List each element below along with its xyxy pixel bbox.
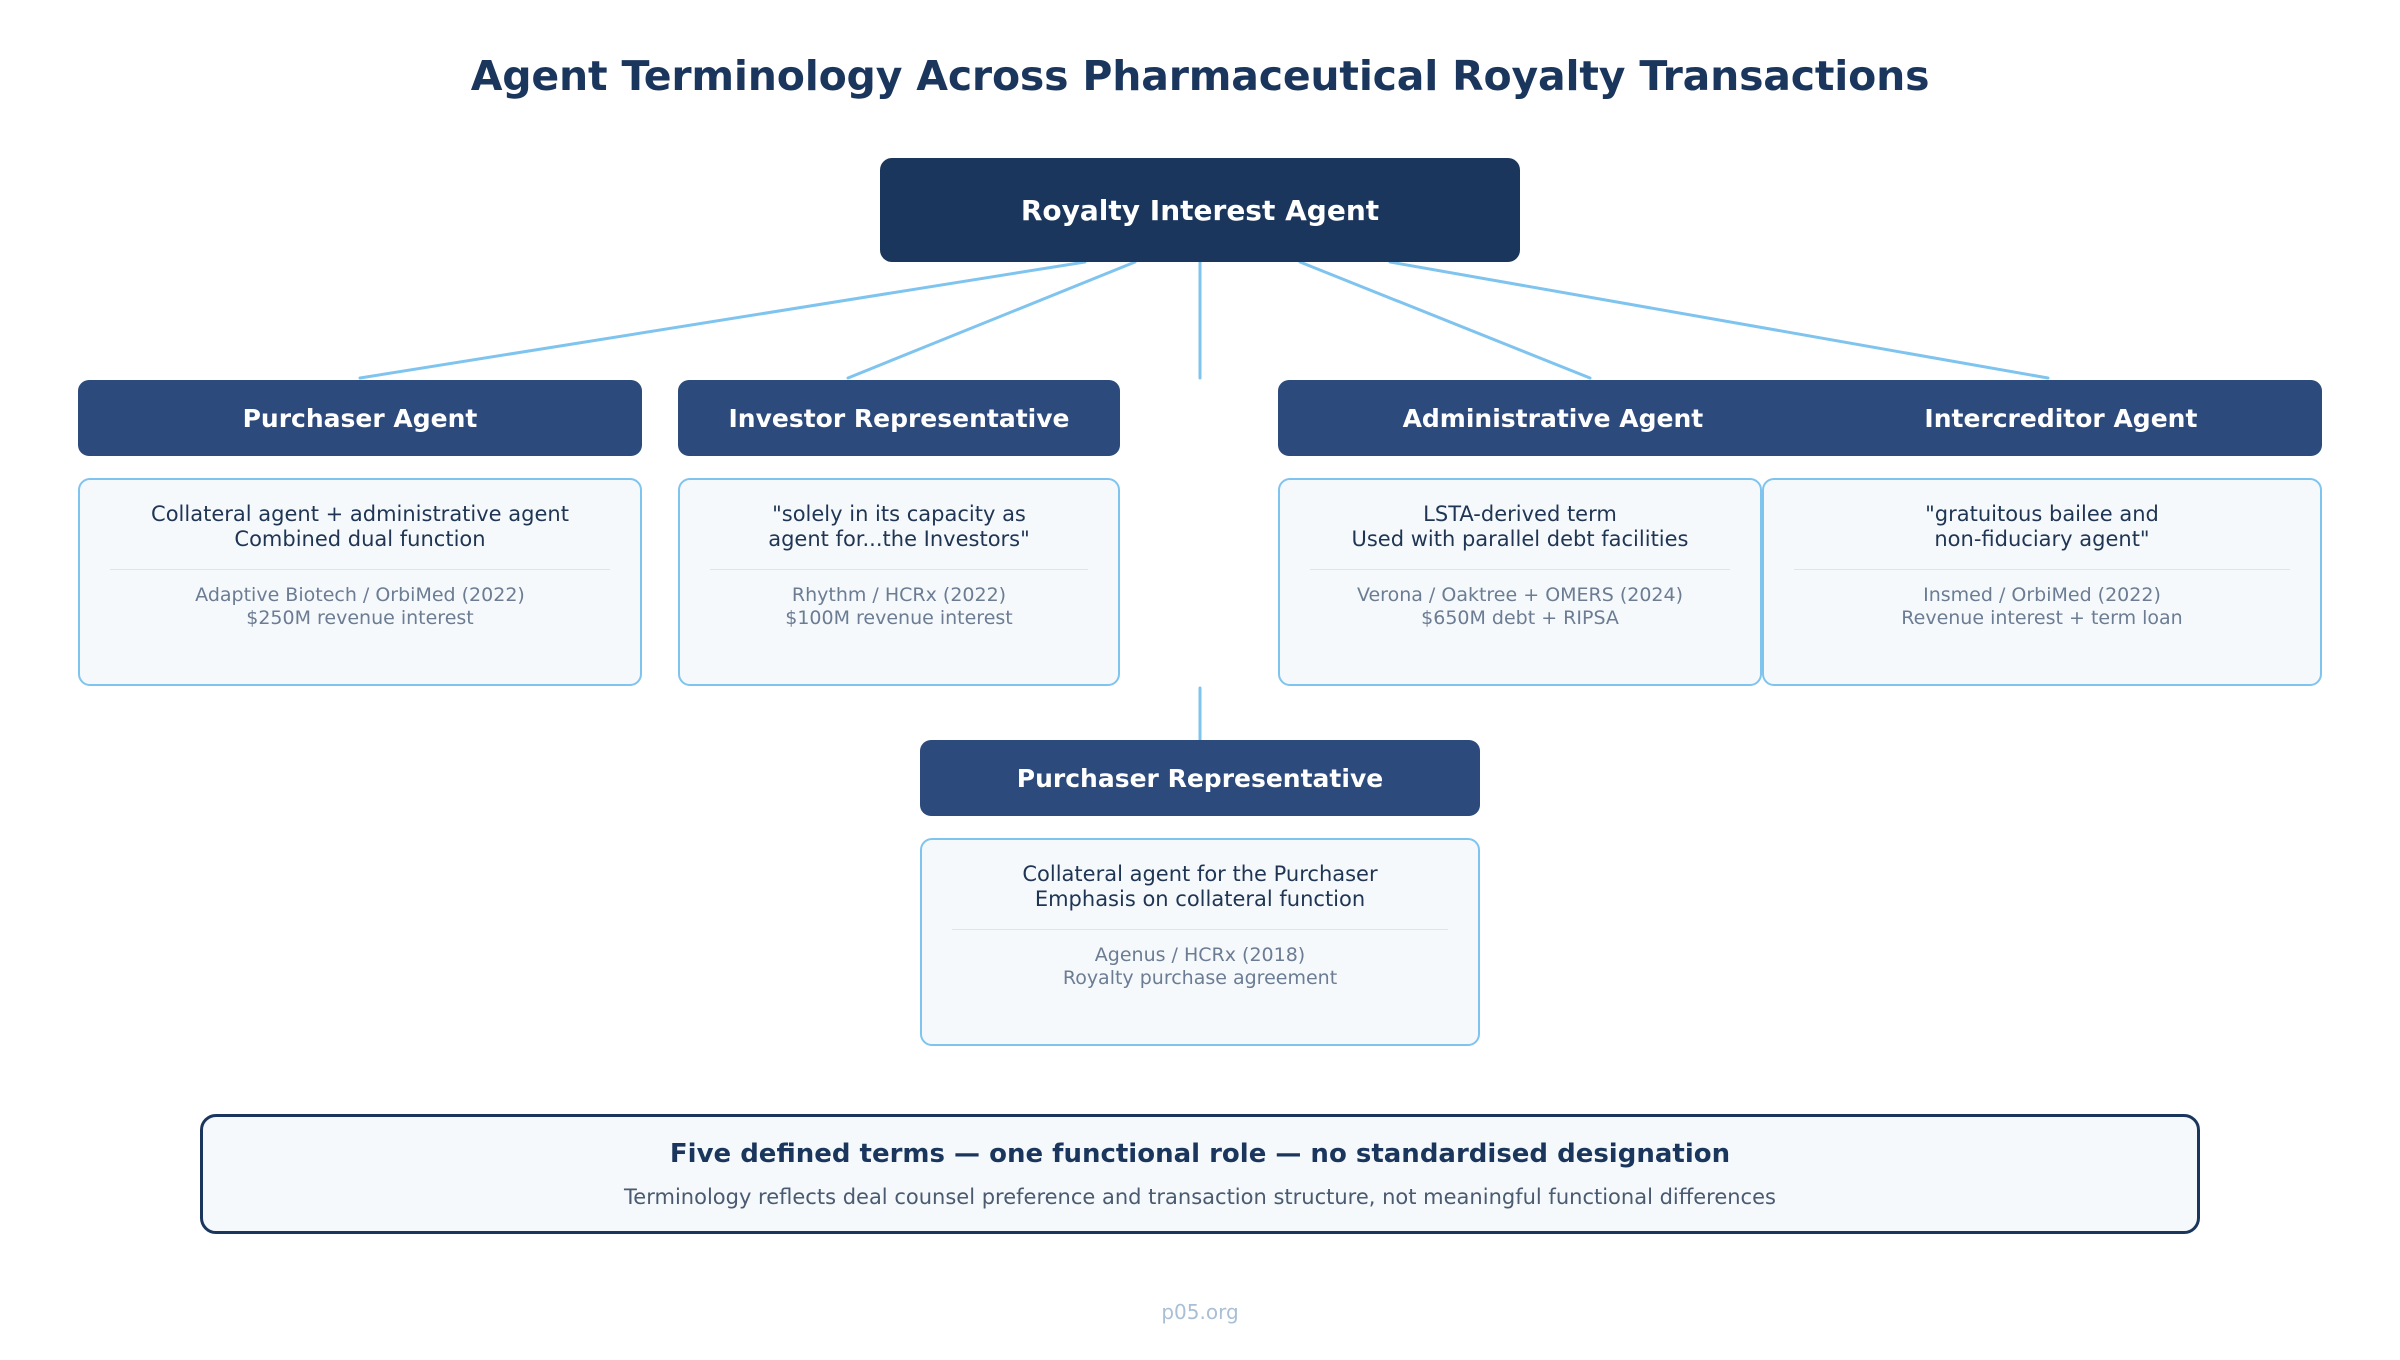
branch-meta-line: Royalty purchase agreement bbox=[1062, 966, 1338, 989]
branch-meta: Insmed / OrbiMed (2022) Revenue interest… bbox=[1782, 584, 2302, 630]
branch-description: "gratuitous bailee and non-fiduciary age… bbox=[1782, 502, 2302, 551]
card-divider bbox=[710, 569, 1088, 571]
summary-subtext: Terminology reflects deal counsel prefer… bbox=[624, 1185, 1776, 1209]
branch-description-line: non-fiduciary agent" bbox=[1934, 526, 2150, 551]
root-node-label: Royalty Interest Agent bbox=[1020, 193, 1380, 227]
branch-card-purchaser-agent[interactable]: Collateral agent + administrative agent … bbox=[78, 478, 642, 686]
root-node[interactable]: Royalty Interest Agent bbox=[880, 158, 1520, 262]
card-divider bbox=[1794, 569, 2290, 571]
branch-description-line: Used with parallel debt facilities bbox=[1351, 526, 1689, 551]
branch-meta: Adaptive Biotech / OrbiMed (2022) $250M … bbox=[98, 584, 622, 630]
branch-card-administrative-agent[interactable]: LSTA-derived term Used with parallel deb… bbox=[1278, 478, 1762, 686]
branch-header-purchaser-agent[interactable]: Purchaser Agent bbox=[78, 380, 642, 456]
branch-header-administrative-and-intercreditor[interactable]: Administrative Agent Intercreditor Agent bbox=[1278, 380, 2322, 456]
branch-header-purchaser-representative[interactable]: Purchaser Representative bbox=[920, 740, 1480, 816]
branch-description-line: Collateral agent + administrative agent bbox=[151, 502, 569, 526]
branch-description-line: "solely in its capacity as bbox=[772, 502, 1026, 526]
branch-header-label-administrative-agent: Administrative Agent bbox=[1402, 403, 1704, 433]
card-divider bbox=[952, 929, 1448, 931]
branch-description-line: Combined dual function bbox=[234, 526, 486, 551]
card-divider bbox=[1310, 569, 1730, 571]
branch-header-label: Purchaser Representative bbox=[1016, 763, 1384, 793]
branch-header-label: Investor Representative bbox=[728, 403, 1070, 433]
branch-meta: Agenus / HCRx (2018) Royalty purchase ag… bbox=[940, 944, 1460, 990]
branch-header-investor-representative[interactable]: Investor Representative bbox=[678, 380, 1120, 456]
branch-card-purchaser-representative[interactable]: Collateral agent for the Purchaser Empha… bbox=[920, 838, 1480, 1046]
branch-meta-line: $250M revenue interest bbox=[246, 606, 474, 629]
branch-meta-line: Agenus / HCRx (2018) bbox=[1094, 944, 1306, 967]
summary-headline: Five defined terms — one functional role… bbox=[669, 1139, 1731, 1169]
branch-card-investor-representative[interactable]: "solely in its capacity as agent for...t… bbox=[678, 478, 1120, 686]
branch-meta-line: Rhythm / HCRx (2022) bbox=[791, 584, 1007, 607]
branch-description: "solely in its capacity as agent for...t… bbox=[698, 502, 1100, 551]
footer-attribution: p05.org bbox=[1161, 1300, 1239, 1324]
summary-banner: Five defined terms — one functional role… bbox=[200, 1114, 2200, 1234]
branch-description: Collateral agent for the Purchaser Empha… bbox=[940, 862, 1460, 911]
connector-to-intercreditor-agent bbox=[1298, 260, 1592, 380]
branch-meta: Rhythm / HCRx (2022) $100M revenue inter… bbox=[698, 584, 1100, 630]
branch-description-line: Emphasis on collateral function bbox=[1034, 886, 1366, 911]
branch-description-line: Collateral agent for the Purchaser bbox=[1022, 862, 1378, 886]
branch-description: LSTA-derived term Used with parallel deb… bbox=[1298, 502, 1742, 551]
branch-card-intercreditor-agent[interactable]: "gratuitous bailee and non-fiduciary age… bbox=[1762, 478, 2322, 686]
branch-description: Collateral agent + administrative agent … bbox=[98, 502, 622, 551]
connector-to-purchaser-agent bbox=[358, 260, 1087, 380]
branch-description-line: LSTA-derived term bbox=[1423, 502, 1617, 526]
branch-meta-line: $650M debt + RIPSA bbox=[1421, 606, 1619, 629]
connector-to-investor-representative bbox=[846, 260, 1137, 380]
branch-description-line: "gratuitous bailee and bbox=[1925, 502, 2159, 526]
branch-header-label: Purchaser Agent bbox=[242, 403, 478, 433]
branch-meta-line: Insmed / OrbiMed (2022) bbox=[1923, 584, 2161, 607]
card-divider bbox=[110, 569, 610, 571]
branch-header-label-intercreditor-agent: Intercreditor Agent bbox=[1924, 403, 2198, 433]
connector-to-intercreditor-agent-2 bbox=[1388, 260, 2050, 380]
branch-meta: Verona / Oaktree + OMERS (2024) $650M de… bbox=[1298, 584, 1742, 630]
branch-meta-line: $100M revenue interest bbox=[785, 606, 1013, 629]
branch-meta-line: Adaptive Biotech / OrbiMed (2022) bbox=[195, 584, 525, 607]
page-title: Agent Terminology Across Pharmaceutical … bbox=[470, 52, 1930, 100]
branch-meta-line: Revenue interest + term loan bbox=[1901, 606, 2183, 629]
branch-meta-line: Verona / Oaktree + OMERS (2024) bbox=[1356, 584, 1684, 607]
branch-description-line: agent for...the Investors" bbox=[768, 526, 1030, 551]
